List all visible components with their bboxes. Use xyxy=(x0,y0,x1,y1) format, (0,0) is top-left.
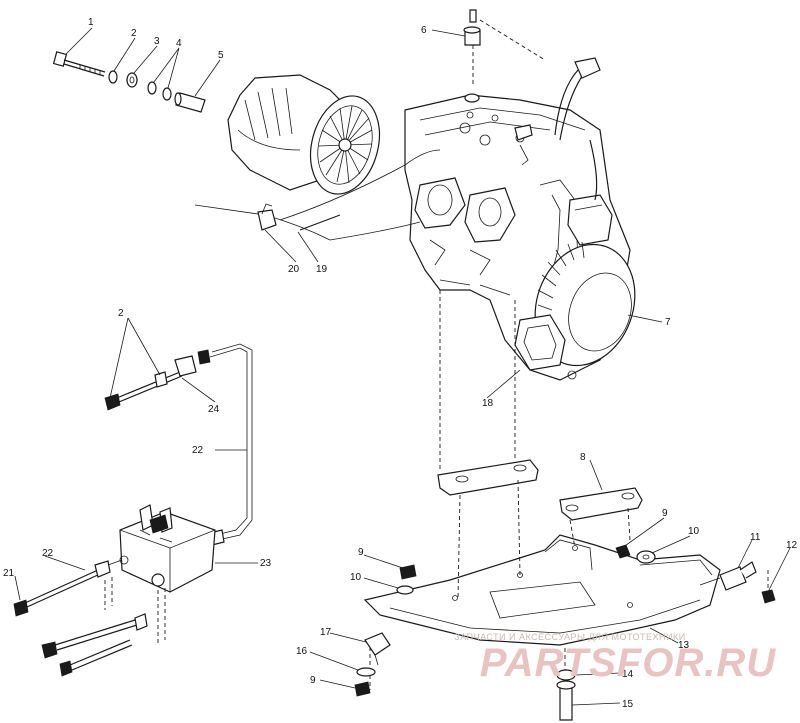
part-sleeve-5 xyxy=(174,92,206,113)
part-nut-9-right xyxy=(615,544,631,559)
callout-21: 21 xyxy=(3,568,15,579)
part-mount-8 xyxy=(437,459,643,521)
callout-11: 11 xyxy=(750,532,761,543)
part-fitting-6 xyxy=(463,9,481,103)
part-fuel-line-22-horizontal xyxy=(24,559,123,608)
callout-15: 15 xyxy=(622,699,634,710)
watermark: ЗАПЧАСТИ И АКСЕССУАРЫ ДЛЯ МОТОТЕХНИКИ PA… xyxy=(454,632,776,685)
leader-lines xyxy=(14,27,791,706)
callout-10-right: 10 xyxy=(688,526,700,537)
callout-8: 8 xyxy=(580,452,586,463)
callout-12: 12 xyxy=(786,540,798,551)
callout-16: 16 xyxy=(296,646,308,657)
callout-9-right: 9 xyxy=(662,508,668,519)
fuel-fittings-2-24 xyxy=(104,343,253,420)
part-washer-16 xyxy=(356,667,376,677)
part-washer-10-left xyxy=(396,585,414,595)
callout-5: 5 xyxy=(218,50,224,61)
callout-1: 1 xyxy=(88,17,94,28)
callout-2-fuel: 2 xyxy=(118,308,124,319)
part-nut-9-left xyxy=(399,564,417,580)
part-bracket-17 xyxy=(364,632,391,666)
callout-13: 13 xyxy=(678,640,690,651)
part-engine-plate-13 xyxy=(363,534,721,646)
callout-20: 20 xyxy=(288,264,300,275)
part-washer-2 xyxy=(108,70,118,84)
callout-4: 4 xyxy=(176,38,182,49)
callout-2: 2 xyxy=(131,28,137,39)
fuel-lines-lower xyxy=(41,577,166,677)
callout-14: 14 xyxy=(622,669,634,680)
callout-17: 17 xyxy=(320,627,332,638)
part-rings-4 xyxy=(147,81,172,101)
callout-7: 7 xyxy=(665,317,671,328)
callout-22-horizontal: 22 xyxy=(42,548,54,559)
drive-clutch-assembly xyxy=(227,74,381,195)
callout-6: 6 xyxy=(421,25,427,36)
callout-10-left: 10 xyxy=(350,572,362,583)
watermark-tagline: ЗАПЧАСТИ И АКСЕССУАРЫ ДЛЯ МОТОТЕХНИКИ xyxy=(454,632,685,642)
callout-24: 24 xyxy=(208,404,220,415)
part-clamp-21 xyxy=(13,599,29,617)
part-stud-11 xyxy=(699,561,757,591)
part-cable-19 xyxy=(194,149,441,241)
callout-19: 19 xyxy=(316,264,328,275)
callout-22-vertical: 22 xyxy=(192,445,204,456)
callout-9-left: 9 xyxy=(358,547,364,558)
callout-23: 23 xyxy=(260,558,272,569)
callout-3: 3 xyxy=(154,36,160,47)
watermark-logo: PARTSFOR.RU xyxy=(480,641,776,685)
part-bolt-1 xyxy=(52,51,106,77)
part-bolt-15 xyxy=(556,680,576,721)
part-fuel-pump-23 xyxy=(119,504,216,593)
part-nut-12 xyxy=(761,570,776,604)
callout-9-bottom: 9 xyxy=(310,675,316,686)
callout-18: 18 xyxy=(482,398,494,409)
part-fuel-line-22-vertical xyxy=(209,420,253,546)
part-washer-10-right xyxy=(636,550,656,564)
callout-labels: 1 2 3 4 5 6 7 8 9 10 11 12 13 14 15 18 1… xyxy=(3,17,798,710)
part-washer-3 xyxy=(126,72,138,88)
part-washer-14 xyxy=(556,669,576,681)
part-clip-20 xyxy=(257,203,277,231)
part-nut-9-bottom xyxy=(354,681,371,697)
